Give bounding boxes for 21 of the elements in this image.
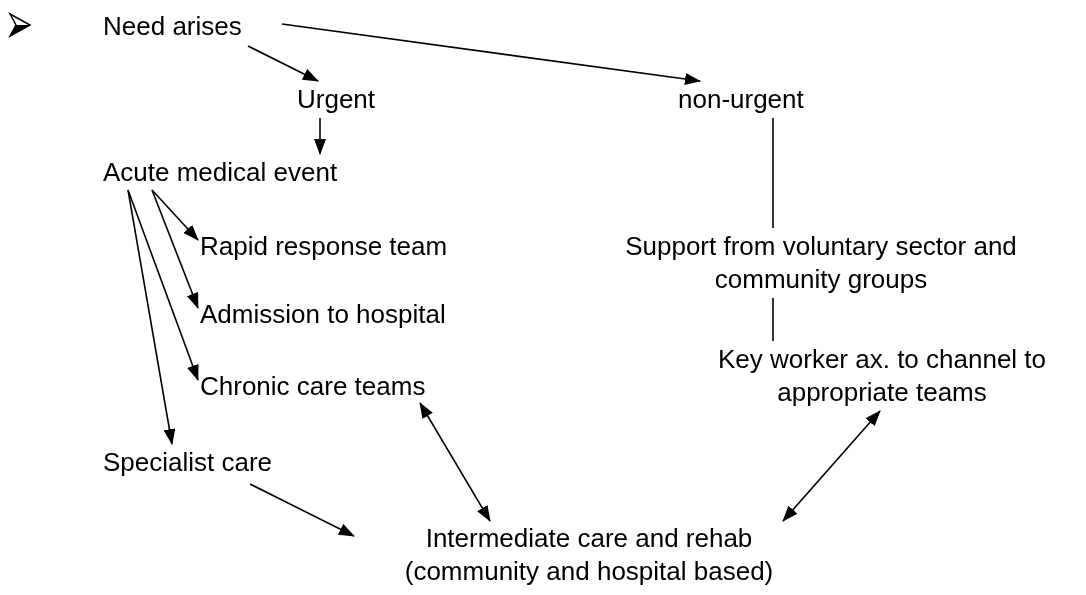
arrow [151,189,199,241]
arrow [419,402,491,522]
arrow [281,23,701,85]
node-label: Specialist care [103,446,318,479]
node-label: Rapid response team [200,230,510,263]
node-label: Support from voluntary sector and community groups [578,230,1064,296]
node-label: Acute medical event [103,156,403,189]
node-label: Chronic care teams [200,370,485,403]
arrow [247,45,319,82]
arrow [314,117,326,155]
node-label: Key worker ax. to channel to appropriate teams [678,343,1086,409]
arrow [127,189,176,445]
arrow [249,483,355,537]
node-label: Admission to hospital [200,298,510,331]
node-label: non-urgent [678,83,838,116]
arrow [151,189,199,309]
node-label: Intermediate care and rehab (community and hospital based) [356,522,822,588]
arrow [127,189,199,381]
node-label: Urgent [297,83,397,116]
arrow [782,410,881,522]
node-label: Need arises [103,10,278,43]
